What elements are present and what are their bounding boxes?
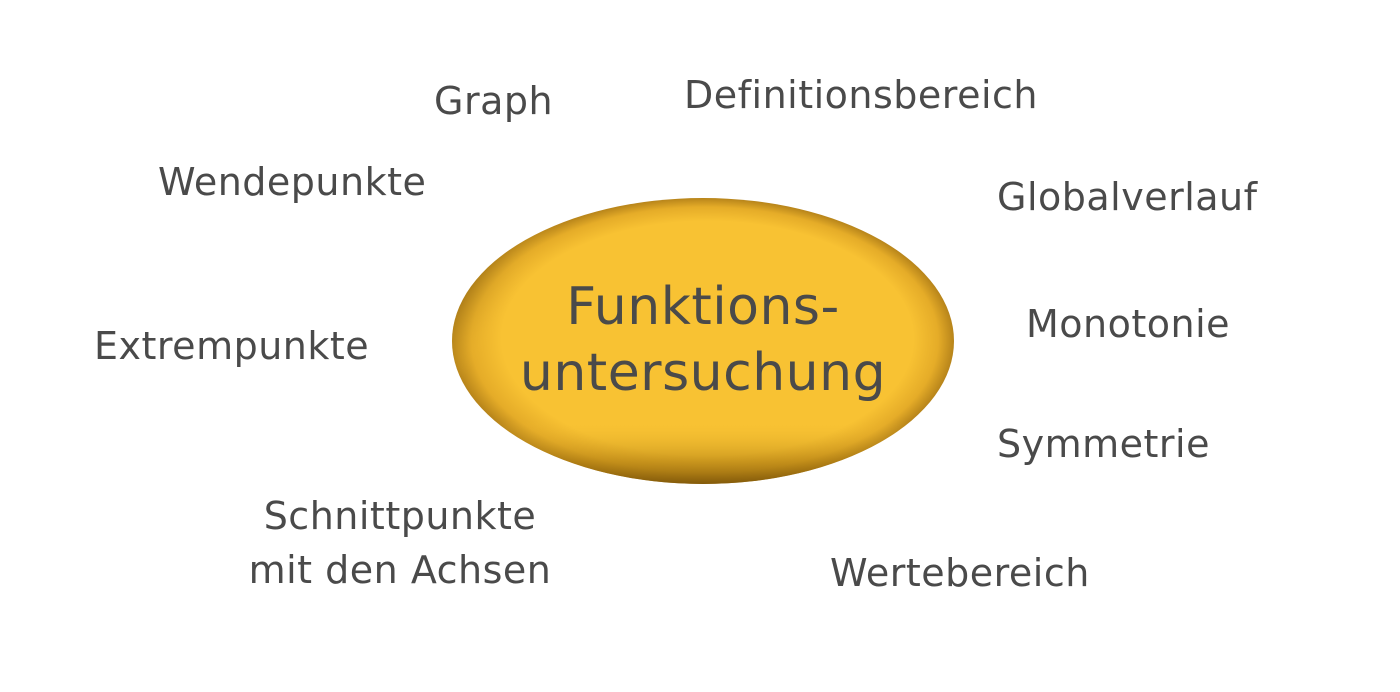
topic-extrempunkte: Extrempunkte (94, 324, 370, 368)
center-topic-line2: untersuchung (519, 343, 887, 403)
topic-graph: Graph (434, 79, 554, 123)
topic-schnittpunkte-line1: Schnittpunkte (263, 494, 537, 538)
center-topic: Funktions- untersuchung (452, 198, 954, 484)
topic-schnittpunkte: Schnittpunkte mit den Achsen (244, 494, 556, 593)
topic-schnittpunkte-line2: mit den Achsen (248, 547, 552, 592)
center-ellipse-bottom-shadow (452, 198, 954, 484)
center-topic-line1: Funktions- (566, 277, 840, 338)
topic-definitionsbereich: Definitionsbereich (684, 73, 1039, 117)
topic-symmetrie: Symmetrie (997, 422, 1210, 466)
topic-globalverlauf: Globalverlauf (997, 175, 1258, 219)
topic-monotonie: Monotonie (1026, 302, 1231, 346)
topic-wertebereich: Wertebereich (830, 551, 1090, 595)
topic-wendepunkte: Wendepunkte (158, 160, 427, 204)
